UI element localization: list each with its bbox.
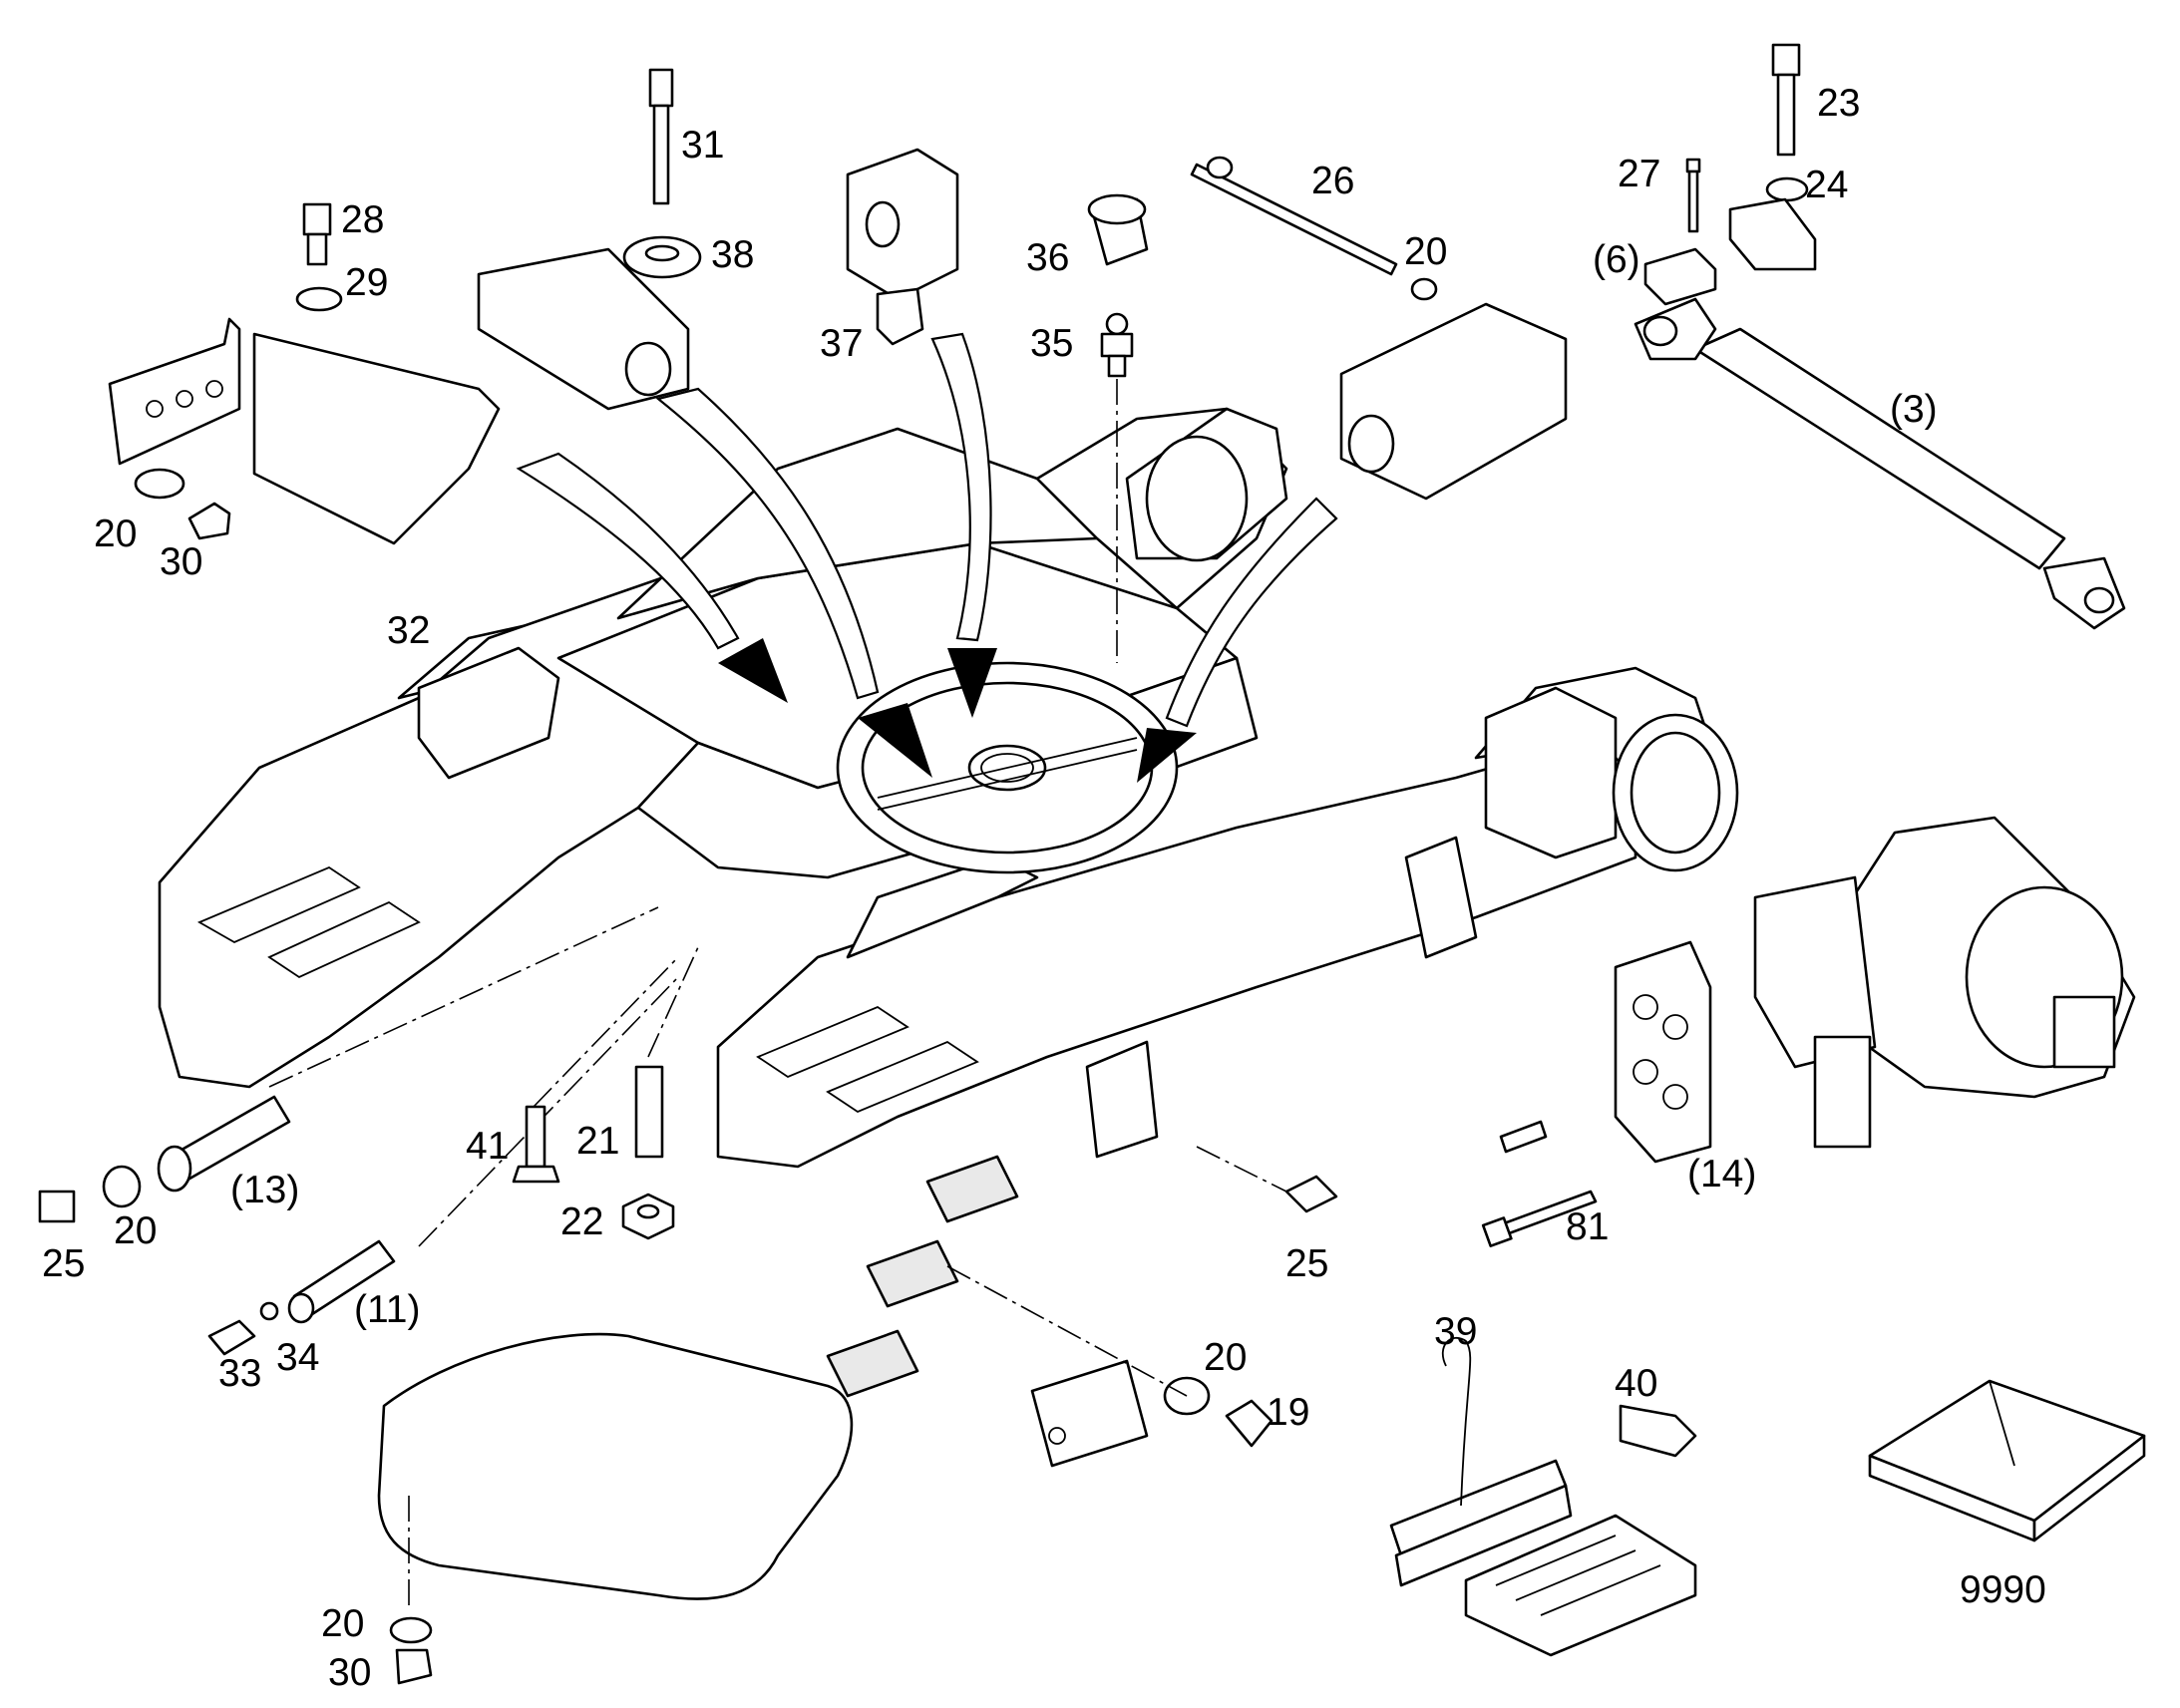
washer-29 bbox=[295, 286, 343, 312]
washer-20-left bbox=[134, 468, 185, 500]
washer-34 bbox=[259, 1301, 279, 1321]
bracket-plate bbox=[108, 317, 241, 466]
bolt-23 bbox=[1771, 43, 1801, 157]
label-13: (13) bbox=[230, 1169, 299, 1211]
label-20-bottom: 20 bbox=[321, 1602, 364, 1645]
washer-20-bottom bbox=[389, 1616, 433, 1644]
pin-13 bbox=[157, 1095, 291, 1193]
label-37: 37 bbox=[820, 322, 863, 365]
label-36: 36 bbox=[1026, 236, 1069, 279]
floor-plate bbox=[377, 1332, 854, 1600]
cap-36 bbox=[1087, 193, 1149, 266]
label-34: 34 bbox=[276, 1336, 319, 1379]
label-30-bottom: 30 bbox=[328, 1651, 371, 1694]
label-38: 38 bbox=[711, 233, 754, 276]
label-31: 31 bbox=[681, 124, 724, 167]
label-9990: 9990 bbox=[1960, 1568, 2046, 1611]
arrow-head-4 bbox=[1137, 728, 1197, 783]
label-23: 23 bbox=[1817, 82, 1860, 125]
label-11: (11) bbox=[354, 1288, 420, 1331]
label-27: 27 bbox=[1618, 153, 1660, 195]
bolt-30-left bbox=[187, 502, 231, 540]
label-35: 35 bbox=[1030, 322, 1073, 365]
label-3: (3) bbox=[1890, 388, 1938, 431]
label-41: 41 bbox=[466, 1125, 509, 1168]
nut-22 bbox=[621, 1193, 675, 1240]
label-26: 26 bbox=[1311, 160, 1354, 202]
screw-27 bbox=[1685, 158, 1701, 233]
label-20-left: 20 bbox=[94, 512, 137, 555]
valve-block-37 bbox=[846, 148, 959, 346]
label-21: 21 bbox=[576, 1120, 619, 1163]
label-25-right: 25 bbox=[1285, 1242, 1328, 1285]
label-25-left: 25 bbox=[42, 1242, 85, 1285]
washer-38 bbox=[622, 235, 702, 279]
label-20-top: 20 bbox=[1404, 230, 1447, 273]
label-32: 32 bbox=[387, 609, 430, 652]
label-40: 40 bbox=[1615, 1362, 1657, 1405]
undercarriage-frame bbox=[158, 407, 1739, 1398]
bolt-41 bbox=[512, 1105, 560, 1184]
label-39: 39 bbox=[1434, 1310, 1477, 1353]
arrow-head-2 bbox=[858, 703, 932, 778]
label-29: 29 bbox=[345, 261, 388, 304]
screw-small-81 bbox=[1499, 1120, 1548, 1154]
bolt-30-bottom bbox=[395, 1648, 433, 1685]
spacer-14 bbox=[1614, 940, 1712, 1164]
cover-plate-left bbox=[252, 332, 501, 545]
label-19: 19 bbox=[1267, 1391, 1309, 1434]
part-labels: 31 28 29 38 37 36 35 26 20 23 27 24 (6) … bbox=[42, 82, 2046, 1694]
step-assembly bbox=[1389, 1459, 1697, 1657]
label-81: 81 bbox=[1566, 1205, 1609, 1248]
bolt-40 bbox=[1619, 1404, 1697, 1458]
bolt-26 bbox=[1190, 156, 1398, 276]
label-22: 22 bbox=[560, 1200, 603, 1243]
manual-book-icon bbox=[1868, 1379, 2146, 1542]
screw-28 bbox=[302, 202, 332, 266]
washer-24 bbox=[1765, 176, 1809, 202]
washer-20-top bbox=[1410, 277, 1438, 301]
split-pin-39 bbox=[1441, 1336, 1472, 1507]
clamp-block bbox=[1728, 197, 1817, 271]
arrow-head-3 bbox=[947, 648, 997, 718]
mounting-block bbox=[477, 247, 690, 411]
screw-81 bbox=[1481, 1190, 1598, 1247]
plate-6 bbox=[1643, 247, 1717, 306]
label-20-pin: 20 bbox=[114, 1209, 157, 1252]
label-30-left: 30 bbox=[160, 540, 202, 583]
pin-11 bbox=[287, 1239, 396, 1324]
label-20-plate: 20 bbox=[1204, 1336, 1247, 1379]
screw-25-left bbox=[38, 1190, 76, 1223]
stud-21 bbox=[634, 1065, 664, 1159]
cover-plate-small bbox=[1030, 1359, 1149, 1468]
callout-arrows bbox=[516, 332, 1338, 783]
washer-20-pin bbox=[102, 1165, 142, 1208]
label-14: (14) bbox=[1687, 1153, 1756, 1196]
screw-25-right bbox=[1284, 1175, 1338, 1213]
bolt-33 bbox=[207, 1319, 256, 1356]
label-28: 28 bbox=[341, 198, 384, 241]
label-33: 33 bbox=[218, 1352, 261, 1395]
grease-fitting-35 bbox=[1100, 312, 1134, 378]
arrow-head-1 bbox=[718, 638, 788, 703]
label-6: (6) bbox=[1593, 238, 1640, 281]
drive-motor bbox=[1753, 816, 2136, 1149]
valve-body bbox=[1339, 302, 1568, 501]
label-24: 24 bbox=[1805, 164, 1848, 206]
cylinder-3 bbox=[1634, 297, 2126, 630]
bolt-19 bbox=[1225, 1399, 1273, 1448]
bolt-31 bbox=[648, 68, 674, 205]
